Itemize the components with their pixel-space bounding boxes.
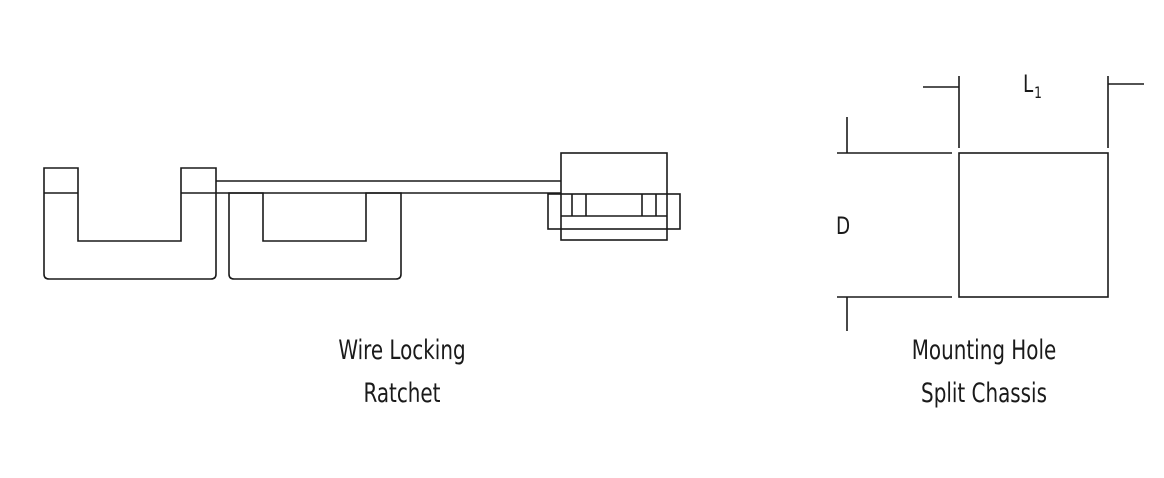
dimension-l1-label: L1 <box>1023 72 1042 105</box>
dimension-l1-subscript: 1 <box>1034 83 1042 102</box>
ratchet-head-bar <box>547 193 681 230</box>
ratchet-left-clip <box>43 167 217 280</box>
ratchet-head-outer <box>560 152 668 241</box>
ratchet-caption-line-1: Wire Locking <box>338 335 466 366</box>
mounting-hole-caption: Mounting Hole Split Chassis <box>861 329 1107 415</box>
dimension-d-text: D <box>836 212 851 240</box>
ratchet-caption: Wire Locking Ratchet <box>279 329 525 415</box>
ratchet-middle-clip <box>228 192 402 280</box>
mounting-hole-square <box>958 152 1109 298</box>
mounting-hole-caption-line-2: Split Chassis <box>921 378 1047 409</box>
mounting-hole-caption-line-1: Mounting Hole <box>911 335 1057 366</box>
wire-locking-ratchet-drawing <box>43 152 681 280</box>
mounting-hole-drawing <box>837 76 1144 331</box>
dimension-l1-base: L <box>1023 70 1034 98</box>
ratchet-caption-line-2: Ratchet <box>363 378 441 409</box>
dimension-d-label: D <box>836 214 850 238</box>
